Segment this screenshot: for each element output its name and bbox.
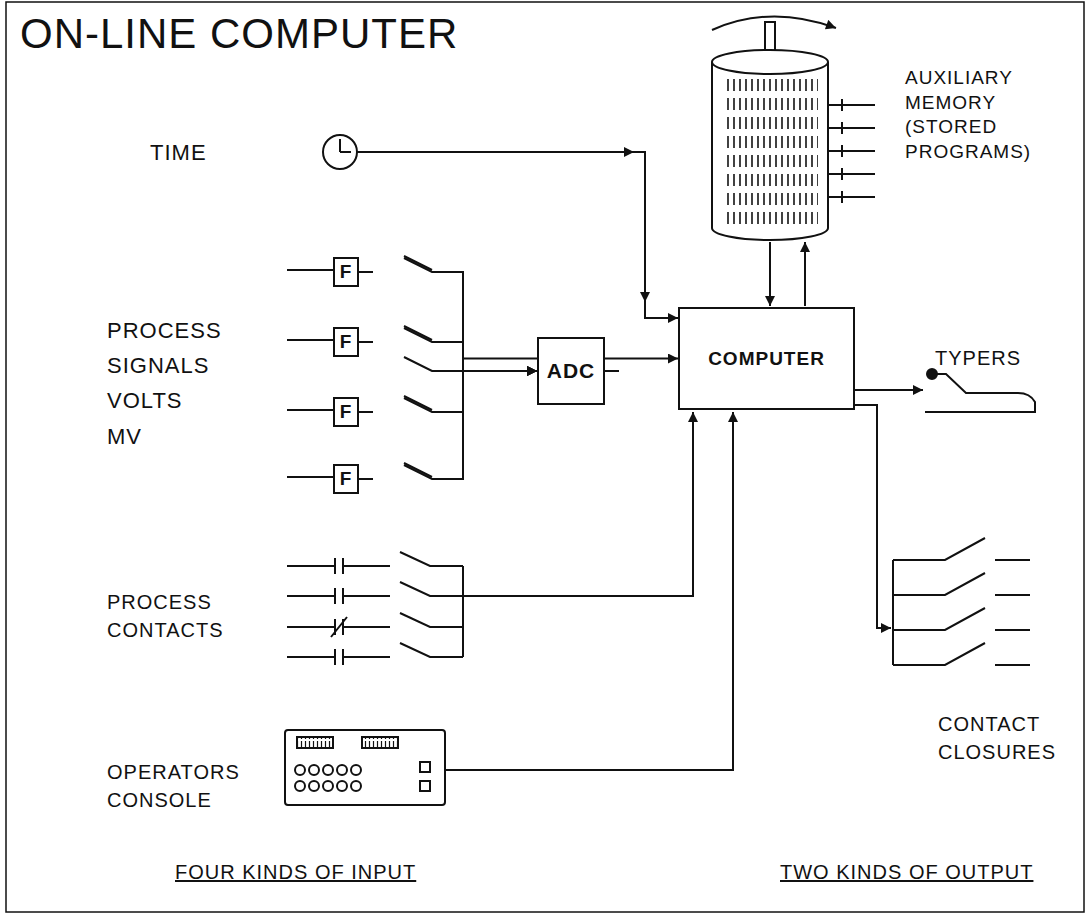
contacts-label: PROCESS CONTACTS	[107, 588, 224, 644]
signal-connector	[359, 258, 537, 371]
console-wire	[445, 412, 733, 770]
signal-connector	[359, 371, 537, 412]
arrow-head	[644, 268, 646, 302]
time-wire	[357, 152, 676, 318]
arrow-head	[600, 151, 634, 153]
node-label: COMPUTER	[708, 348, 825, 370]
filter-box: F	[333, 397, 359, 427]
title: ON-LINE COMPUTER	[20, 10, 458, 58]
node-label: ADC	[547, 359, 596, 383]
console-label: OPERATORS CONSOLE	[107, 758, 240, 814]
process-contacts	[287, 552, 463, 665]
section-label: TWO KINDS OF OUTPUT	[780, 860, 1033, 884]
frame	[6, 2, 1084, 912]
signals-label: PROCESS SIGNALS VOLTS MV	[107, 313, 222, 454]
operators-console	[285, 730, 445, 805]
memory-label: AUXILIARY MEMORY (STORED PROGRAMS)	[905, 66, 1031, 165]
node-label: F	[340, 261, 353, 283]
filter-box: F	[333, 257, 359, 287]
closure-wire	[855, 405, 891, 628]
filter-box: F	[333, 464, 359, 494]
signal-switches	[287, 256, 432, 477]
typer-wire	[855, 389, 923, 391]
node-label: F	[340, 401, 353, 423]
signal-connector	[359, 328, 537, 371]
read-heads	[828, 99, 875, 203]
arrow-head	[660, 317, 678, 319]
adc-box: ADC	[537, 337, 605, 405]
memory-wire	[804, 242, 806, 306]
drum-memory	[712, 16, 836, 240]
filter-box: F	[333, 327, 359, 357]
node-label: F	[340, 331, 353, 353]
closures-label: CONTACT CLOSURES	[938, 710, 1056, 766]
section-label: FOUR KINDS OF INPUT	[175, 860, 416, 884]
time-label: TIME	[150, 140, 207, 166]
typer-symbol	[925, 369, 1035, 412]
contacts-wire	[463, 412, 693, 596]
memory-wire	[769, 242, 771, 306]
node-label: F	[340, 468, 353, 490]
typers-label: TYPERS	[935, 346, 1021, 370]
computer-box: COMPUTER	[678, 307, 855, 410]
clock-symbol	[323, 135, 357, 169]
signal-connector	[359, 371, 537, 479]
contact-closures	[893, 538, 1030, 665]
